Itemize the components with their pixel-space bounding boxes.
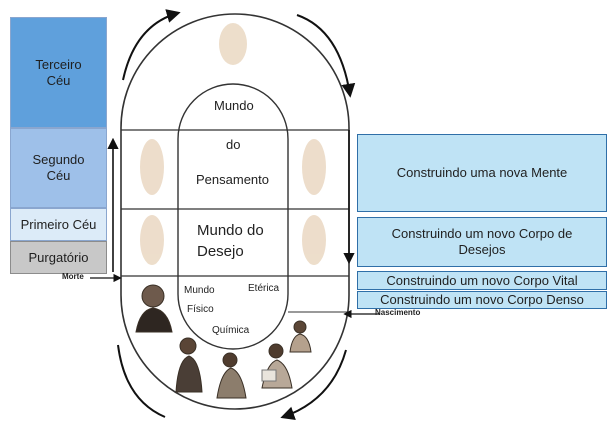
building-new-vital-body-box: Construindo um novo Corpo Vital xyxy=(357,271,607,290)
arrow-top-left xyxy=(122,9,181,81)
world-of-desire-line1: Mundo do xyxy=(197,222,264,239)
outer-oval xyxy=(120,13,350,410)
birth-label: Nascimento xyxy=(375,308,421,317)
building-new-dense-body-box: Construindo um novo Corpo Denso xyxy=(357,291,607,309)
second-heaven-box: Segundo Céu xyxy=(10,128,107,208)
physical-world-mundo: Mundo xyxy=(184,285,215,296)
world-of-thought-line2: do xyxy=(226,137,241,152)
inner-oval xyxy=(177,83,289,350)
purgatory-box: Purgatório xyxy=(10,241,107,274)
arrow-bottom-left xyxy=(117,344,166,418)
world-of-thought-line1: Mundo xyxy=(214,98,254,113)
world-of-desire-line2: Desejo xyxy=(197,243,244,260)
physical-world-fisico: Físico xyxy=(187,304,214,315)
physical-world-eterica: Etérica xyxy=(248,283,280,294)
arrow-top-right xyxy=(296,14,356,98)
arrow-bottom-right xyxy=(280,349,347,420)
third-heaven-box: Terceiro Céu xyxy=(10,17,107,128)
death-label: Morte xyxy=(62,272,84,281)
physical-world-quimica: Química xyxy=(212,325,250,336)
first-heaven-box: Primeiro Céu xyxy=(10,208,107,241)
soul-silhouettes xyxy=(140,23,326,265)
building-new-desire-body-box: Construindo um novo Corpo de Desejos xyxy=(357,217,607,267)
people-figures xyxy=(135,284,312,399)
world-of-thought-line3: Pensamento xyxy=(196,172,269,187)
building-new-mind-box: Construindo uma nova Mente xyxy=(357,134,607,212)
